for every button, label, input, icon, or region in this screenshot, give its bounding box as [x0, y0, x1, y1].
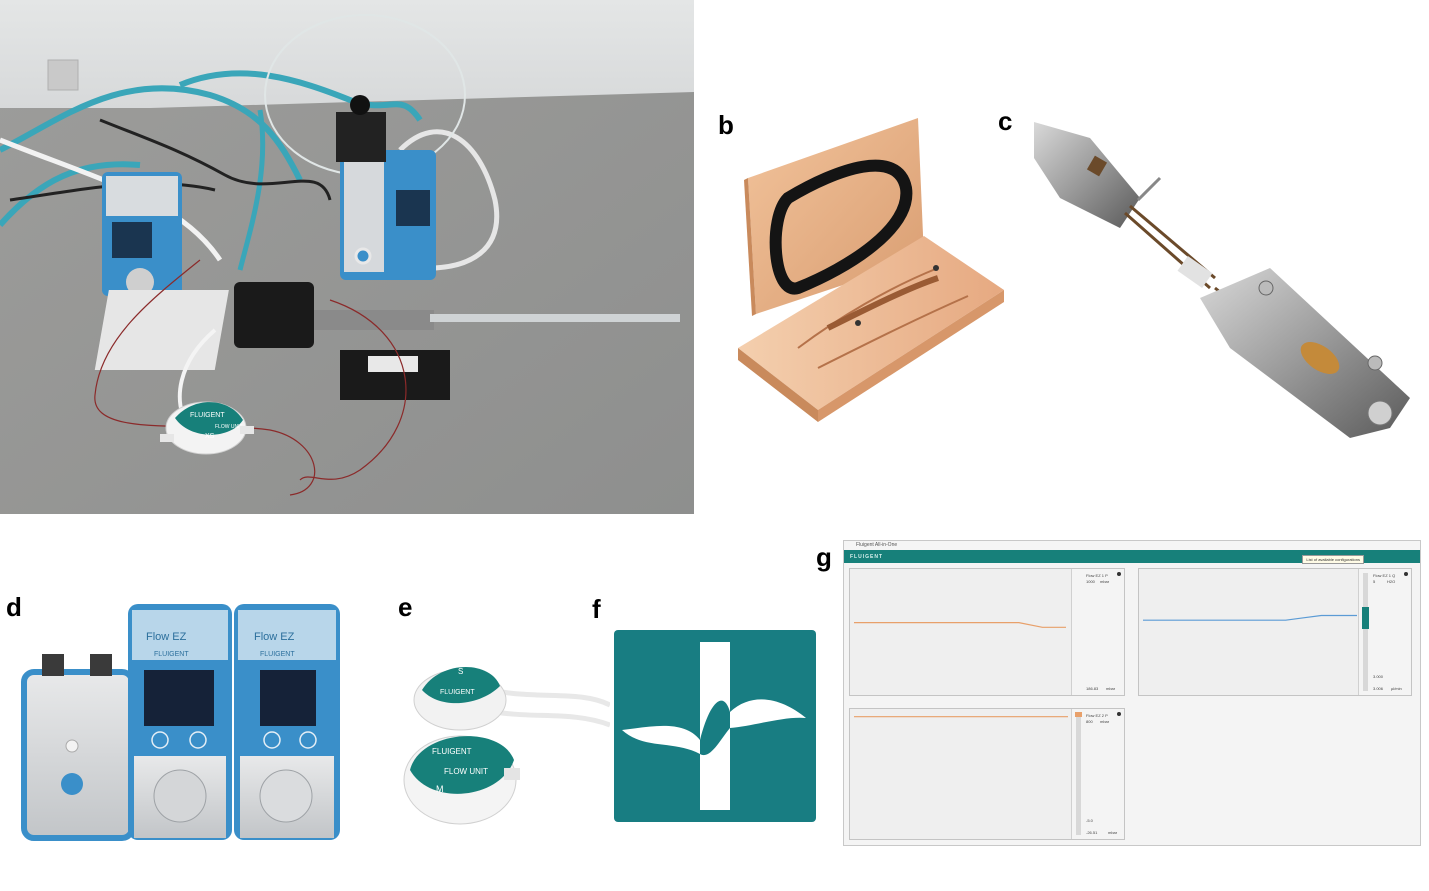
- chart-3-value: -26.51: [1086, 830, 1098, 835]
- chart-flow-ez-1-pressure: Flow EZ 1 P 1000 mbar 186.83 mbar: [849, 568, 1125, 696]
- chart-flow-ez-1-flow: Flow EZ 1 Q 5 H2O 3.000 3.006 µl/min: [1138, 568, 1412, 696]
- microfluidic-chip-render: [738, 118, 1004, 422]
- sensor-m-size: M: [436, 784, 444, 794]
- chart-3-slider-handle[interactable]: [1075, 712, 1082, 717]
- chart-2-slider-track[interactable]: [1363, 573, 1368, 691]
- chart-3-value-unit: mbar: [1108, 830, 1118, 835]
- sensor-s-size: S: [458, 667, 463, 676]
- chart-1-max: 1000: [1086, 579, 1095, 584]
- chart-3-close-icon[interactable]: [1117, 712, 1121, 716]
- chart-3-slider-track[interactable]: [1076, 713, 1081, 835]
- sensor-m-brand: FLUIGENT: [432, 747, 472, 756]
- chart-2-close-icon[interactable]: [1404, 572, 1408, 576]
- chart-3-title: Flow EZ 2 P: [1086, 713, 1108, 718]
- module-2-brand: FLUIGENT: [260, 651, 295, 658]
- chart-2-sidebar: Flow EZ 1 Q 5 H2O 3.000 3.006 µl/min: [1358, 569, 1411, 695]
- chart-1-unit: mbar: [1100, 579, 1110, 584]
- chart-1-trace: [854, 621, 1066, 628]
- chart-flow-ez-2-pressure: Flow EZ 2 P 800 mbar -5.0 -26.51 mbar: [849, 708, 1125, 840]
- chart-2-max: 5: [1373, 579, 1376, 584]
- chart-2-trace: [1143, 614, 1357, 621]
- sensor-label-text: FLOW UNIT: [215, 424, 243, 430]
- module-1-brand: FLUIGENT: [154, 651, 189, 658]
- chart-2-setpoint[interactable]: 3.000: [1373, 674, 1384, 679]
- chart-2-unit: H2O: [1387, 579, 1396, 584]
- chart-1-title: Flow EZ 1 P: [1086, 573, 1108, 578]
- pressure-controller-modules: Flow EZ FLUIGENT Flow EZ FLUIGENT: [21, 604, 340, 841]
- sensor-model-text: XS: [205, 433, 215, 440]
- panel-letter-g: g: [816, 542, 832, 572]
- panel-letter-f: f: [592, 594, 601, 624]
- chart-2-title: Flow EZ 1 Q: [1373, 573, 1396, 578]
- configurations-tooltip: List of available configurations: [1302, 555, 1364, 564]
- chart-1-plot: [854, 621, 1066, 628]
- flow-unit-sensors: S FLUIGENT FLUIGENT FLOW UNIT M: [403, 666, 610, 825]
- panel-letter-b: b: [718, 110, 734, 140]
- app-toolbar: FLUIGENT: [844, 550, 1420, 563]
- sample-holder-render: [1034, 122, 1410, 438]
- chart-2-slider-handle[interactable]: [1362, 607, 1369, 629]
- chart-1-sidebar: Flow EZ 1 P 1000 mbar 186.83 mbar: [1071, 569, 1124, 695]
- chart-3-max: 800: [1086, 719, 1093, 724]
- sensor-m-label: FLOW UNIT: [444, 767, 488, 776]
- chart-3-setpoint[interactable]: -5.0: [1086, 818, 1093, 823]
- panel-letter-c: c: [998, 106, 1013, 136]
- chart-1-close-icon[interactable]: [1117, 572, 1121, 576]
- chart-2-value: 3.006: [1373, 686, 1384, 691]
- panel-letter-d: d: [6, 592, 22, 622]
- chart-2-value-unit: µl/min: [1391, 686, 1402, 691]
- window-titlebar: Fluigent All-in-One: [844, 541, 1420, 550]
- chart-1-value-unit: mbar: [1106, 686, 1116, 691]
- chart-3-unit: mbar: [1100, 719, 1110, 724]
- module-1-name: Flow EZ: [146, 631, 187, 643]
- module-2-name: Flow EZ: [254, 631, 295, 643]
- chart-1-value: 186.83: [1086, 686, 1099, 691]
- sensor-s-brand: FLUIGENT: [440, 689, 475, 696]
- chart-3-plot: [854, 716, 1068, 718]
- app-brand: FLUIGENT: [850, 554, 883, 560]
- lab-setup-photo: FLUIGENT XS FLOW UNIT: [0, 0, 694, 514]
- panel-letter-e: e: [398, 592, 413, 622]
- chart-3-sidebar: Flow EZ 2 P 800 mbar -5.0 -26.51 mbar: [1071, 709, 1124, 839]
- software-window: Fluigent All-in-One FLUIGENT List of ava…: [843, 540, 1421, 846]
- fluigent-logo: [614, 630, 816, 822]
- window-title: Fluigent All-in-One: [856, 542, 898, 548]
- sensor-brand-text: FLUIGENT: [190, 412, 225, 419]
- chart-2-plot: [1143, 614, 1357, 621]
